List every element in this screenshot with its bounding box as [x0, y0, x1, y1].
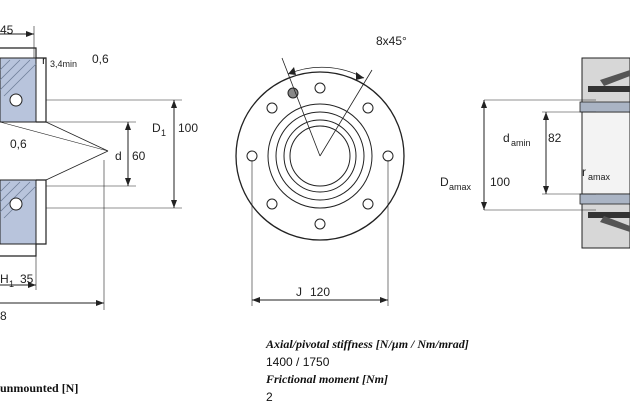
left-hatching — [0, 59, 37, 219]
bolt-upper — [588, 86, 630, 92]
Damax-value: 100 — [490, 175, 510, 189]
stiffness-label: Axial/pivotal stiffness [N/µm / Nm/mrad] — [266, 337, 469, 351]
inner-chamfer-value: 0,6 — [10, 137, 27, 151]
H1-value: 35 — [20, 272, 34, 286]
Damax-subscript: amax — [449, 182, 472, 192]
D1-label: D — [152, 121, 161, 135]
J-label: J — [296, 285, 302, 299]
Damax-label: D — [440, 175, 449, 189]
lower-bearing-body — [0, 179, 37, 245]
bolt-lower — [588, 212, 630, 218]
bottom-dim-text: 8 — [0, 309, 7, 323]
top-dim-text: 45 — [0, 23, 14, 37]
radius-value: 0,6 — [92, 52, 109, 66]
stiffness-value: 1400 / 1750 — [266, 355, 330, 369]
upper-bearing-body — [0, 57, 37, 123]
shaft — [581, 111, 630, 195]
damin-value: 82 — [548, 131, 562, 145]
J-value: 120 — [310, 285, 330, 299]
damin-subscript: amin — [511, 138, 531, 148]
angle-label: 8x45° — [376, 34, 407, 48]
ball-lower — [9, 197, 23, 211]
d-value: 60 — [132, 149, 146, 163]
D1-subscript: 1 — [161, 128, 166, 138]
radius-subscript: 3,4min — [50, 59, 77, 69]
unmounted-label: unmounted [N] — [0, 381, 79, 395]
H1-label: H — [0, 272, 9, 286]
ramax-subscript: amax — [588, 172, 611, 182]
damin-label: d — [503, 131, 510, 145]
D1-value: 100 — [178, 121, 198, 135]
ramax-label: r — [582, 165, 586, 179]
radius-label: r — [42, 53, 46, 67]
front-view: 8x45° J 120 — [235, 34, 407, 306]
d-label: d — [115, 149, 122, 163]
moment-value: 2 — [266, 390, 273, 404]
mounting-view: d amin 82 D amax 100 r amax — [440, 57, 630, 249]
moment-label: Frictional moment [Nm] — [266, 372, 389, 386]
bolt-holes — [246, 82, 394, 230]
ball-upper — [9, 93, 23, 107]
H1-subscript: 1 — [9, 279, 14, 289]
left-section-view: 45 r 3,4min 0,6 0,6 d 60 D 1 100 H 1 35 … — [0, 23, 198, 323]
